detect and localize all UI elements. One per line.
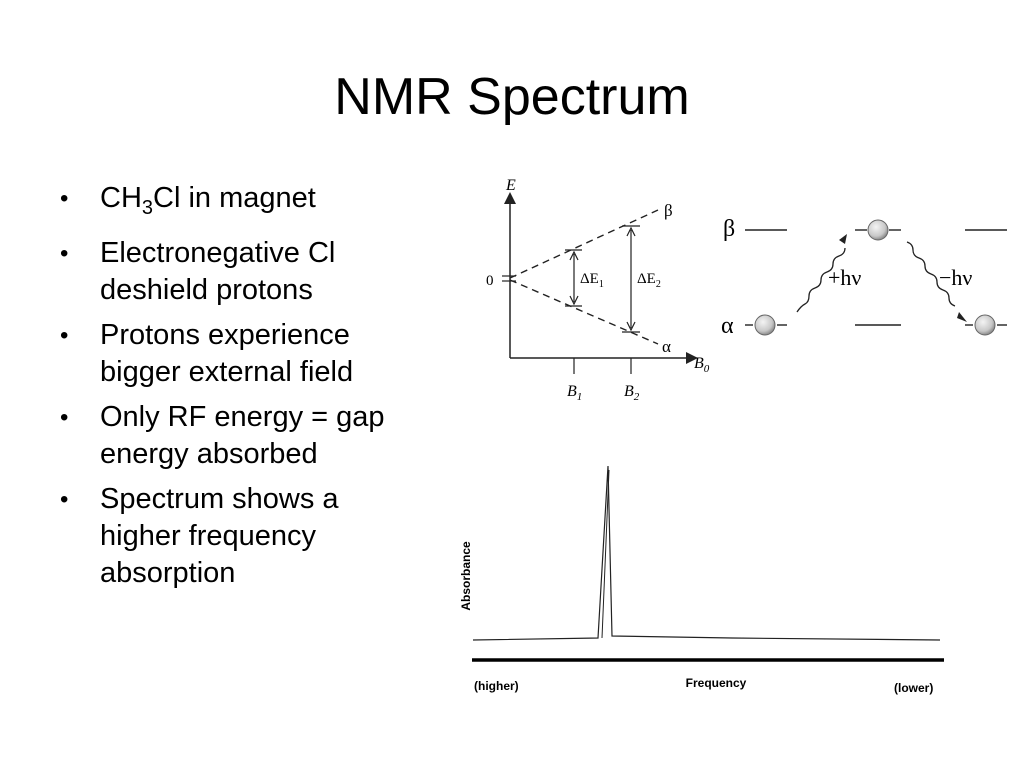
alpha-state-label: α: [662, 337, 671, 356]
bullet-text: CH: [100, 182, 142, 214]
delta-e2-label: ΔE2: [637, 271, 661, 290]
energy-axis-label: E: [505, 177, 516, 194]
bullet-dot-icon: •: [60, 485, 69, 513]
bullet-text-tail: Cl in magnet: [153, 182, 316, 214]
bullet-item: • Spectrum shows a higher frequency absor…: [60, 481, 400, 592]
spectrum-y-label: Absorbance: [459, 541, 473, 611]
transition-diagram: β α +hν −hν: [721, 216, 1007, 339]
higher-frequency-label: (higher): [474, 679, 519, 693]
beta-label: β: [723, 216, 735, 242]
slide-title: NMR Spectrum: [334, 68, 690, 126]
bullet-dot-icon: •: [60, 185, 69, 212]
bullet-subscript: 3: [141, 196, 154, 219]
bullet-text: Protons experience bigger external field: [100, 318, 354, 388]
emit-energy-label: −hν: [939, 265, 972, 290]
alpha-level-line: [509, 279, 659, 345]
bullet-text: Only RF energy = gap energy absorbed: [100, 400, 385, 470]
excited-spin-ball: [867, 219, 889, 241]
spectrum-peak-edge: [601, 469, 610, 639]
frequency-axis-label: Frequency: [686, 676, 747, 690]
spectrum-trace: [472, 465, 941, 641]
lower-frequency-label: (lower): [894, 681, 933, 695]
beta-level-line: [509, 209, 659, 279]
absorb-energy-label: +hν: [828, 265, 861, 290]
relaxed-spin-ball: [974, 314, 996, 336]
bullet-item: • Electronegative Cl deshield protons: [60, 235, 400, 309]
bullet-item: • Only RF energy = gap energy absorbed: [60, 399, 400, 473]
bullet-dot-icon: •: [60, 321, 69, 349]
origin-label: 0: [486, 273, 494, 289]
bullet-text: Electronegative Cl deshield protons: [100, 236, 336, 306]
b2-label: B2: [624, 383, 640, 403]
ground-spin-ball: [754, 314, 776, 336]
bullet-item: • Protons experience bigger external fiel…: [60, 317, 400, 391]
nmr-spectrum-plot: Absorbance Frequency (higher) (lower): [459, 465, 944, 695]
absorption-wave-icon: [796, 247, 846, 313]
b1-label: B1: [567, 383, 582, 403]
delta-e1-label: ΔE1: [580, 271, 604, 290]
bullet-item: • CH3Cl in magnet: [60, 180, 400, 227]
bullet-dot-icon: •: [60, 403, 69, 431]
bullet-list: • CH3Cl in magnet • Electronegative Cl des…: [60, 180, 400, 600]
emission-wave-icon: [906, 241, 956, 307]
field-axis-label: B0: [694, 355, 710, 375]
bullet-text: Spectrum shows a higher frequency absorp…: [100, 482, 339, 589]
beta-state-label: β: [664, 201, 673, 220]
energy-splitting-diagram: E B0 0 β α ΔE1 ΔE2 B1 B2: [486, 177, 710, 403]
bullet-dot-icon: •: [60, 239, 69, 267]
alpha-label: α: [721, 313, 734, 339]
